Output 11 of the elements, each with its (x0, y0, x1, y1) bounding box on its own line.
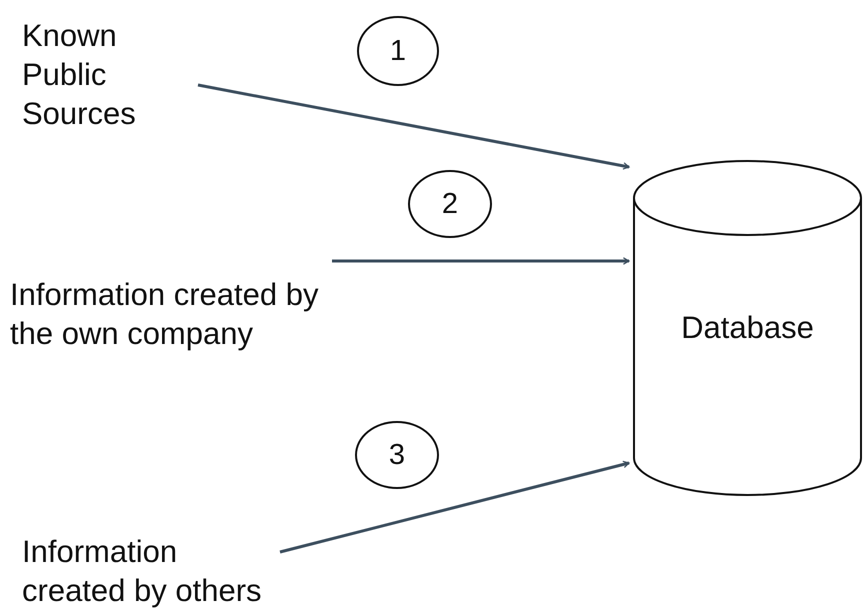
node-text: Information created by others (22, 533, 263, 608)
node-text: Information created by the own company (10, 276, 320, 353)
node-text: 2 (442, 188, 458, 220)
node-text: 3 (388, 438, 406, 472)
node-text: Known Public Sources (22, 17, 137, 133)
database-cylinder (633, 160, 862, 496)
node-text: 1 (390, 34, 406, 68)
node-text: Database (681, 310, 814, 346)
arrow (280, 460, 630, 554)
arrow (198, 84, 630, 170)
arrow (332, 257, 630, 265)
